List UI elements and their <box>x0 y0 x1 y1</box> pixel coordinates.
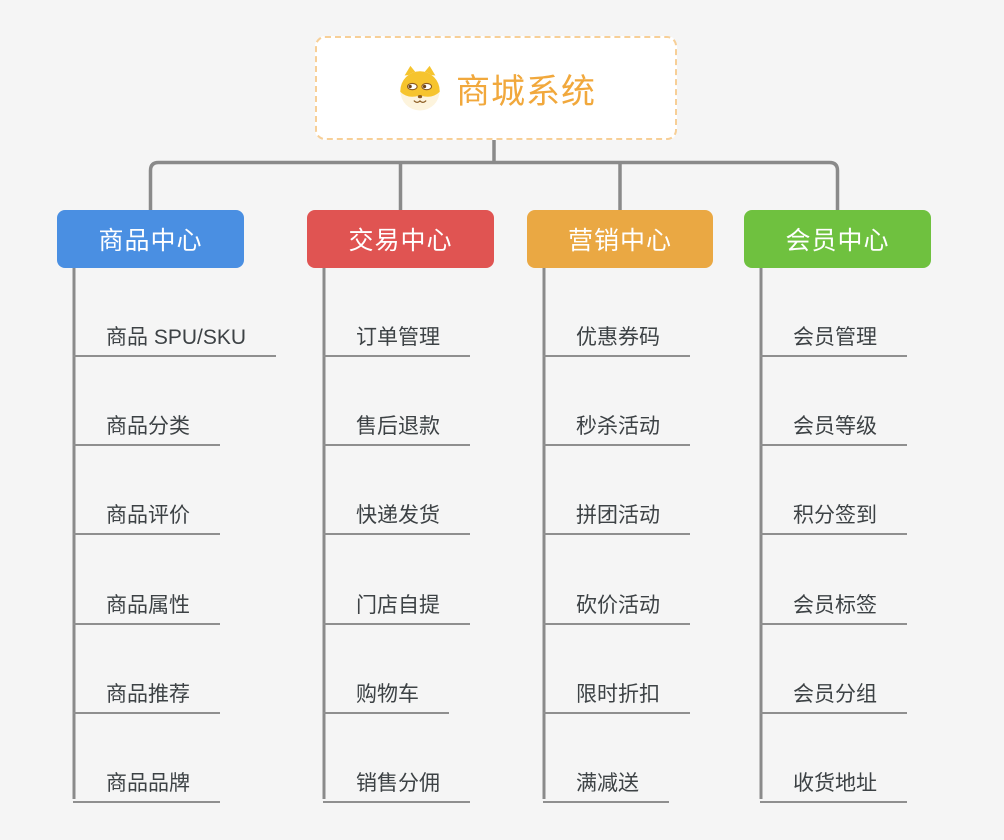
branch-node-4[interactable]: 会员中心 <box>744 210 931 268</box>
root-node[interactable]: 商城系统 <box>315 36 677 140</box>
leaf-node[interactable]: 订单管理 <box>323 311 470 357</box>
leaf-node[interactable]: 积分签到 <box>760 489 907 535</box>
leaf-node[interactable]: 购物车 <box>323 668 449 714</box>
leaf-node[interactable]: 砍价活动 <box>543 579 690 625</box>
leaf-node[interactable]: 收货地址 <box>760 757 907 803</box>
leaf-node[interactable]: 会员分组 <box>760 668 907 714</box>
leaf-node[interactable]: 会员标签 <box>760 579 907 625</box>
leaf-node[interactable]: 门店自提 <box>323 579 470 625</box>
leaf-node[interactable]: 会员管理 <box>760 311 907 357</box>
leaf-node[interactable]: 秒杀活动 <box>543 400 690 446</box>
leaf-node[interactable]: 限时折扣 <box>543 668 690 714</box>
leaf-node[interactable]: 商品评价 <box>73 489 220 535</box>
leaf-node[interactable]: 售后退款 <box>323 400 470 446</box>
branch-node-1[interactable]: 商品中心 <box>57 210 244 268</box>
leaf-node[interactable]: 商品属性 <box>73 579 220 625</box>
leaf-node[interactable]: 满减送 <box>543 757 669 803</box>
branch-label: 营销中心 <box>567 227 672 255</box>
leaf-node[interactable]: 商品推荐 <box>73 668 220 714</box>
leaf-node[interactable]: 商品分类 <box>73 400 220 446</box>
branch-label: 商品中心 <box>98 227 203 255</box>
leaf-node[interactable]: 会员等级 <box>760 400 907 446</box>
dog-face-icon <box>400 65 440 111</box>
leaf-node[interactable]: 商品 SPU/SKU <box>73 311 277 357</box>
leaf-node[interactable]: 商品品牌 <box>73 757 220 803</box>
branch-label: 会员中心 <box>785 227 890 255</box>
leaf-node[interactable]: 优惠券码 <box>543 311 690 357</box>
leaf-node[interactable]: 拼团活动 <box>543 489 690 535</box>
root-title: 商城系统 <box>456 72 596 111</box>
leaf-node[interactable]: 销售分佣 <box>323 757 470 803</box>
branch-node-3[interactable]: 营销中心 <box>527 210 713 268</box>
branch-label: 交易中心 <box>348 227 453 255</box>
branch-node-2[interactable]: 交易中心 <box>307 210 494 268</box>
leaf-node[interactable]: 快递发货 <box>323 489 470 535</box>
